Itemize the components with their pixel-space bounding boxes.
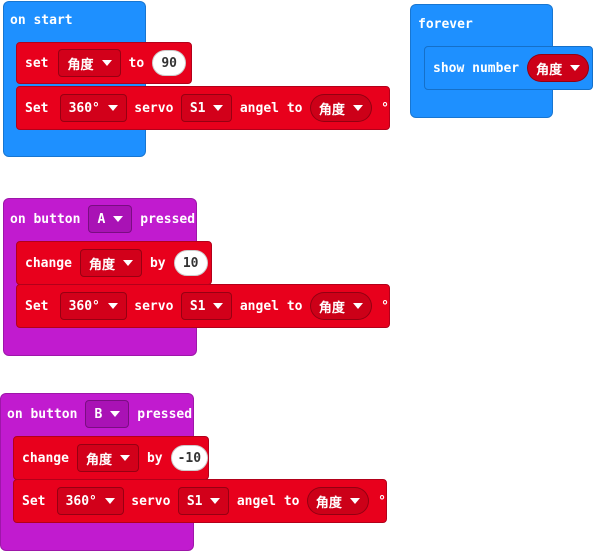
pressed-label: pressed — [137, 406, 193, 422]
servo-pin-label: S1 — [189, 298, 206, 314]
servo-pin-label: S1 — [186, 493, 203, 509]
chevron-down-icon — [101, 60, 112, 66]
show-number-block[interactable]: show number 角度 — [424, 46, 593, 90]
pressed-label: pressed — [140, 211, 196, 227]
angle-variable-label: 角度 — [318, 102, 345, 118]
change-keyword: change — [22, 450, 69, 466]
servo-keyword: servo — [134, 100, 174, 116]
variable-dropdown-label: 角度 — [67, 57, 94, 73]
chevron-down-icon — [107, 303, 118, 309]
button-dropdown[interactable]: B — [85, 400, 130, 428]
value-input[interactable]: -10 — [170, 445, 209, 471]
servo-pin-dropdown[interactable]: S1 — [180, 292, 233, 320]
chevron-down-icon — [104, 498, 115, 504]
servo-mode-dropdown[interactable]: 360° — [59, 94, 127, 122]
value-input[interactable]: 10 — [173, 250, 208, 276]
change-variable-block[interactable]: change 角度 by -10 — [13, 436, 209, 480]
chevron-down-icon — [352, 303, 363, 309]
angel-to-keyword: angel to — [239, 298, 303, 314]
button-dropdown-label: B — [94, 406, 103, 422]
set-keyword: set — [25, 55, 49, 71]
set-servo-keyword: Set — [25, 298, 49, 314]
chevron-down-icon — [107, 105, 118, 111]
servo-mode-dropdown[interactable]: 360° — [59, 292, 127, 320]
by-keyword: by — [146, 450, 163, 466]
show-number-keyword: show number — [433, 60, 520, 76]
variable-dropdown-label: 角度 — [88, 257, 115, 273]
change-variable-block[interactable]: change 角度 by 10 — [16, 241, 212, 285]
change-keyword: change — [25, 255, 72, 271]
angel-to-keyword: angel to — [236, 493, 300, 509]
chevron-down-icon — [213, 105, 224, 111]
value-input[interactable]: 90 — [152, 50, 187, 76]
angle-variable-label: 角度 — [315, 495, 342, 511]
chevron-down-icon — [110, 411, 121, 417]
to-keyword: to — [128, 55, 145, 71]
variable-dropdown[interactable]: 角度 — [76, 444, 139, 472]
angel-to-keyword: angel to — [239, 100, 303, 116]
on-start-label: on start — [10, 13, 73, 28]
variable-dropdown[interactable]: 角度 — [79, 249, 142, 277]
on-button-a-header: on button A pressed — [10, 205, 196, 233]
variable-dropdown[interactable]: 角度 — [58, 49, 121, 77]
chevron-down-icon — [213, 303, 224, 309]
on-button-label: on button — [10, 211, 81, 227]
chevron-down-icon — [113, 216, 124, 222]
chevron-down-icon — [349, 498, 360, 504]
servo-set-block[interactable]: Set 360° servo S1 angel to 角度 ° — [13, 479, 387, 523]
servo-pin-dropdown[interactable]: S1 — [180, 94, 233, 122]
chevron-down-icon — [119, 455, 130, 461]
chevron-down-icon — [210, 498, 221, 504]
forever-label: forever — [418, 17, 473, 32]
degree-unit: ° — [381, 100, 389, 116]
angle-variable-label: 角度 — [318, 300, 345, 316]
servo-pin-dropdown[interactable]: S1 — [177, 487, 230, 515]
by-keyword: by — [149, 255, 166, 271]
set-servo-keyword: Set — [22, 493, 46, 509]
chevron-down-icon — [570, 65, 581, 71]
servo-mode-label: 360° — [68, 100, 100, 116]
servo-mode-label: 360° — [65, 493, 97, 509]
servo-keyword: servo — [131, 493, 171, 509]
variable-reporter-label: 角度 — [536, 62, 563, 78]
variable-dropdown-label: 角度 — [85, 452, 112, 468]
servo-pin-label: S1 — [189, 100, 206, 116]
servo-mode-dropdown[interactable]: 360° — [56, 487, 124, 515]
on-button-label: on button — [7, 406, 78, 422]
servo-set-block[interactable]: Set 360° servo S1 angel to 角度 ° — [16, 86, 390, 130]
angle-variable-reporter[interactable]: 角度 — [306, 487, 369, 515]
chevron-down-icon — [352, 105, 363, 111]
button-dropdown-label: A — [97, 211, 106, 227]
variable-reporter[interactable]: 角度 — [527, 54, 590, 82]
set-servo-keyword: Set — [25, 100, 49, 116]
servo-mode-label: 360° — [68, 298, 100, 314]
set-variable-block[interactable]: set 角度 to 90 — [16, 42, 192, 84]
servo-set-block[interactable]: Set 360° servo S1 angel to 角度 ° — [16, 284, 390, 328]
servo-keyword: servo — [134, 298, 174, 314]
degree-unit: ° — [381, 298, 389, 314]
degree-unit: ° — [378, 493, 386, 509]
chevron-down-icon — [122, 260, 133, 266]
angle-variable-reporter[interactable]: 角度 — [309, 292, 372, 320]
angle-variable-reporter[interactable]: 角度 — [309, 94, 372, 122]
button-dropdown[interactable]: A — [88, 205, 133, 233]
on-button-b-header: on button B pressed — [7, 400, 193, 428]
